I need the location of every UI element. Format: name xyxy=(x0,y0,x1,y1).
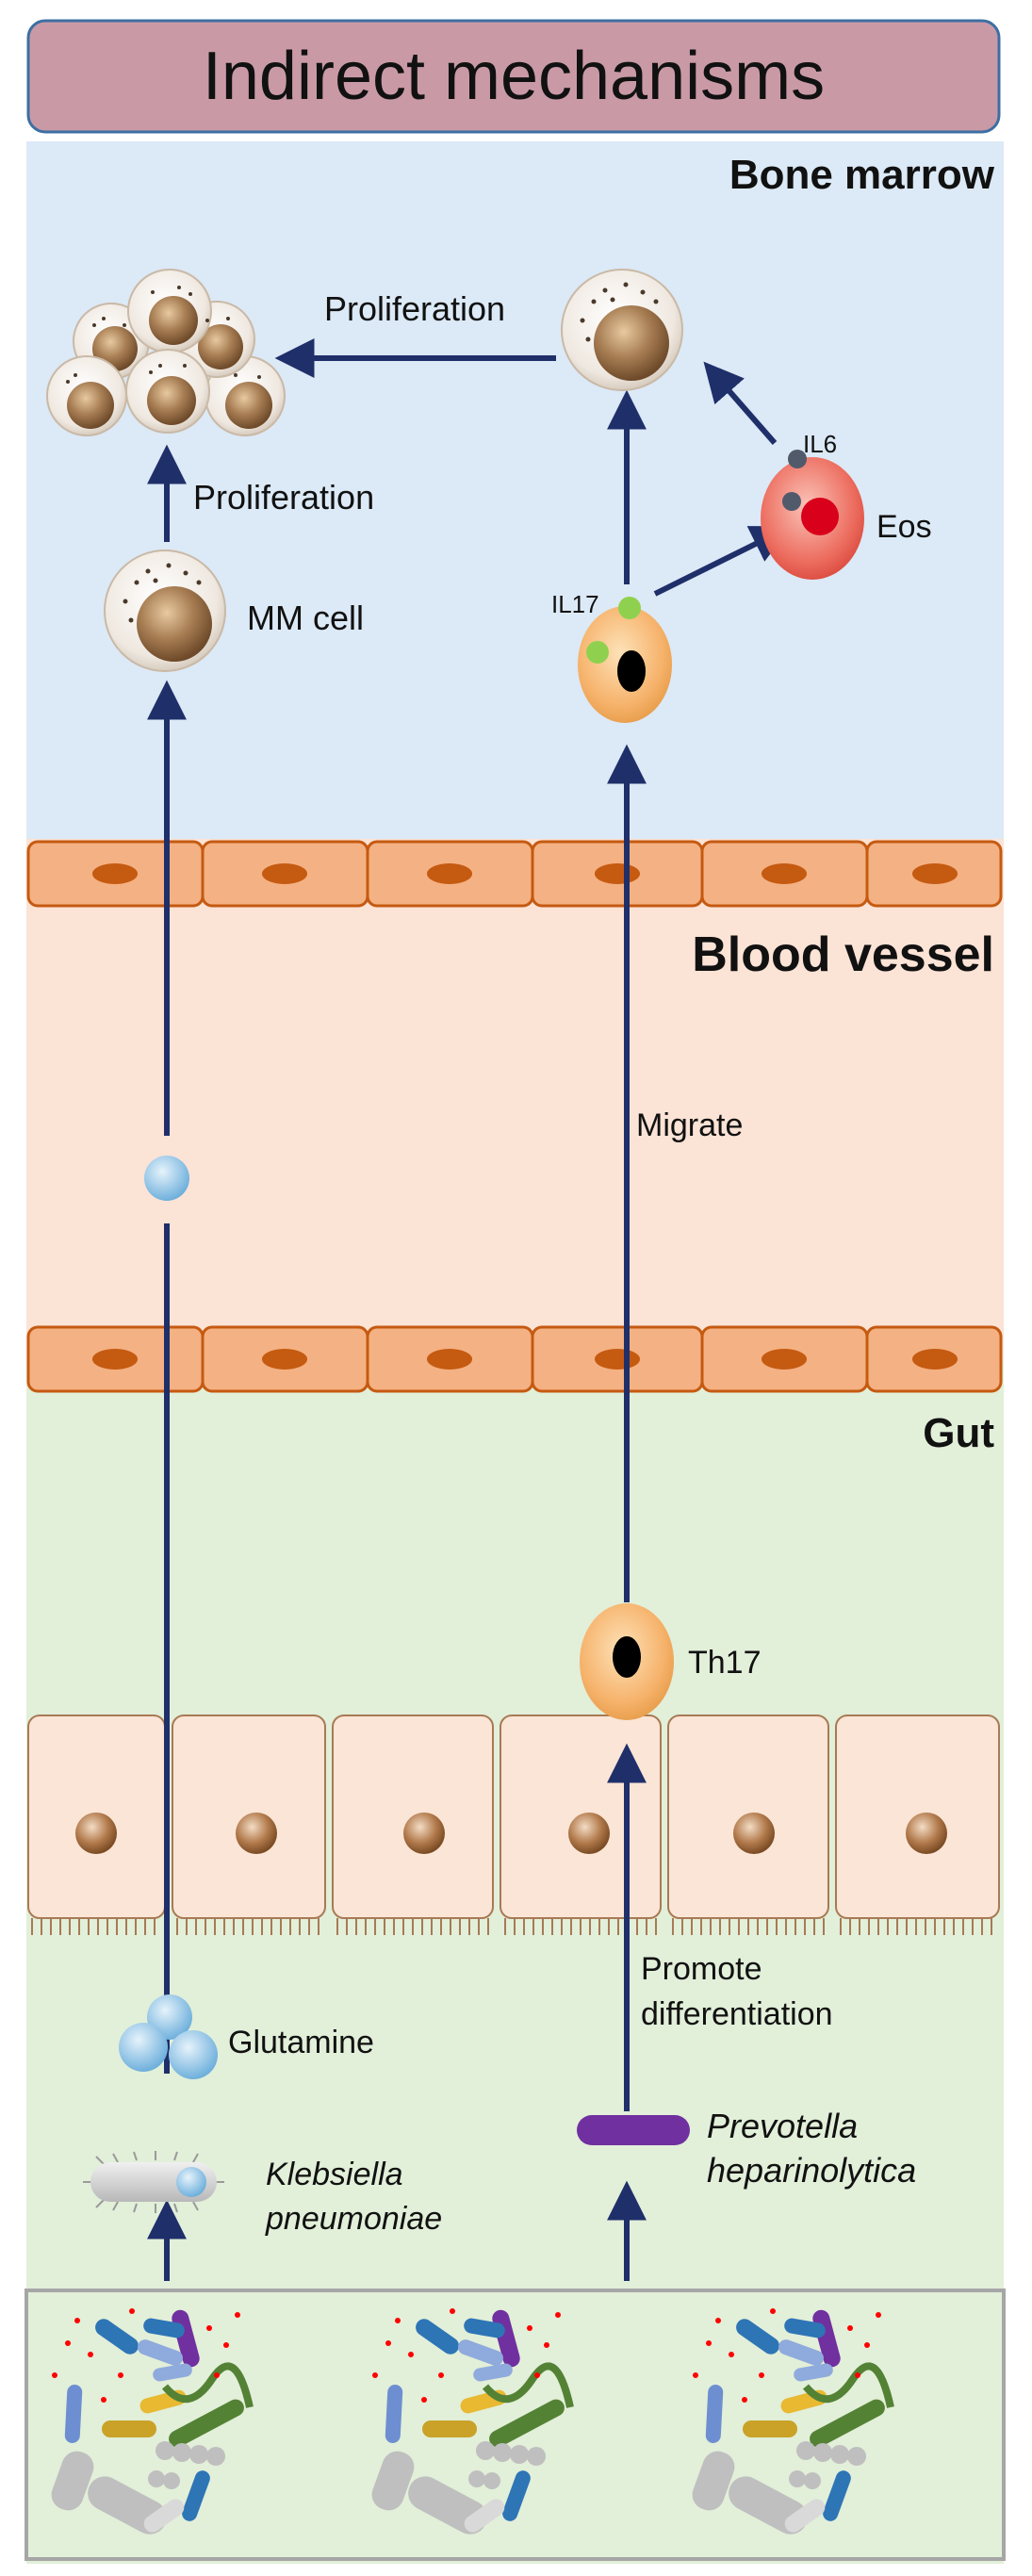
il17-dot-top xyxy=(618,597,641,619)
eosinophil xyxy=(761,450,864,580)
mm-cell-proliferated xyxy=(561,269,683,391)
bone-marrow-label: Bone marrow xyxy=(729,152,995,198)
promote-label-line1: Promote xyxy=(641,1951,762,1987)
mm-cell-cluster xyxy=(46,269,286,436)
microbiota-cluster-1 xyxy=(51,2308,254,2535)
blood-vessel-region xyxy=(26,839,1004,1362)
klebsiella-label-line1: Klebsiella xyxy=(266,2157,403,2192)
il6-label: IL6 xyxy=(803,430,837,458)
il17-t-cell xyxy=(578,597,672,723)
il6-receptor-dot xyxy=(788,450,807,468)
endothelium-top xyxy=(26,840,1003,908)
title-banner: Indirect mechanisms xyxy=(26,19,1001,134)
eos-label: Eos xyxy=(876,509,932,545)
il17-label: IL17 xyxy=(551,590,599,618)
proliferation-top-label: Proliferation xyxy=(324,289,505,328)
endothelium-bottom xyxy=(26,1325,1003,1393)
glutamine-cluster-icon xyxy=(119,1994,218,2079)
prevotella-label-line1: Prevotella xyxy=(707,2107,858,2145)
promote-label-line2: differentiation xyxy=(641,1996,833,2032)
right-pathway-arrows xyxy=(274,338,792,2281)
glutamine-in-blood-icon xyxy=(144,1156,189,1201)
gut-label: Gut xyxy=(923,1410,994,1456)
mm-cell xyxy=(104,550,226,672)
th17-label: Th17 xyxy=(688,1645,762,1681)
th17-cell xyxy=(580,1603,674,1720)
prevotella-icon xyxy=(577,2115,690,2145)
klebsiella-label-line2: pneumoniae xyxy=(265,2201,442,2237)
il17-dot-left xyxy=(586,641,609,664)
microbiota-panel xyxy=(25,2289,1006,2561)
prevotella-label-line2: heparinolytica xyxy=(707,2151,916,2190)
il6-receptor-dot-2 xyxy=(782,492,801,511)
migrate-label: Migrate xyxy=(636,1108,743,1143)
blood-vessel-label: Blood vessel xyxy=(692,927,994,982)
gut-epithelium xyxy=(27,1715,1000,1935)
proliferation-left-label: Proliferation xyxy=(193,478,374,517)
klebsiella-icon xyxy=(83,2151,224,2213)
page-title: Indirect mechanisms xyxy=(203,39,825,114)
mm-cell-label: MM cell xyxy=(247,599,364,637)
glutamine-label: Glutamine xyxy=(228,2025,374,2060)
